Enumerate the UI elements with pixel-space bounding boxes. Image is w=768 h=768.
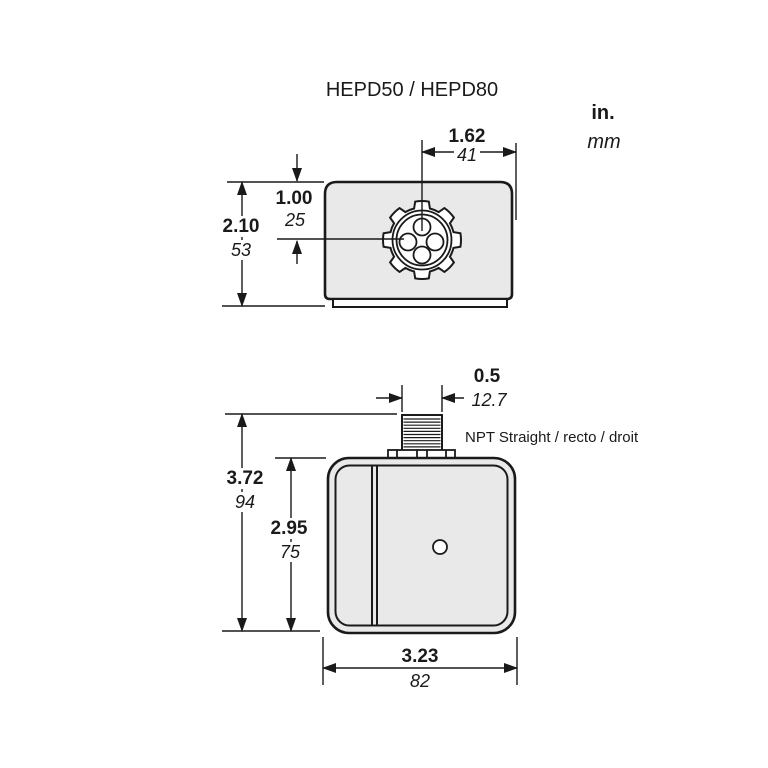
dim-top-to-center-mm: 25 <box>284 210 306 230</box>
connector-pin-left <box>398 232 418 252</box>
front-view <box>222 385 518 685</box>
dim-conduit-width-in: 0.5 <box>473 366 501 387</box>
front-view-body-inner-outline <box>334 464 509 627</box>
dim-top-to-center-in: 1.00 <box>275 188 313 209</box>
top-view-base-lip <box>332 298 508 308</box>
units-mm-label: mm <box>587 131 621 153</box>
dim-body-height-mm: 75 <box>276 542 304 562</box>
dim-top-height-in: 2.10 <box>219 216 263 237</box>
dim-body-height-in: 2.95 <box>267 518 311 539</box>
drawing-title: HEPD50 / HEPD80 <box>325 79 499 101</box>
dim-conduit-width-mm: 12.7 <box>471 390 507 410</box>
dim-front-height-mm: 94 <box>231 492 259 512</box>
dim-center-to-edge-mm: 41 <box>453 145 481 165</box>
connector-pin-right <box>425 232 445 252</box>
npt-threads <box>403 418 441 448</box>
dim-front-height-in: 3.72 <box>223 468 267 489</box>
dim-body-width-in: 3.23 <box>401 646 439 667</box>
connector-gear-ring <box>382 200 462 280</box>
dim-top-height-mm: 53 <box>227 240 255 260</box>
npt-conduit <box>401 414 443 453</box>
dim-body-width-mm: 82 <box>409 671 431 691</box>
dim-center-to-edge-in: 1.62 <box>448 126 486 147</box>
connector-pin-bottom <box>412 245 432 265</box>
indicator-dot <box>432 539 448 555</box>
top-view <box>222 140 517 308</box>
conduit-type-label: NPT Straight / recto / droit <box>465 429 639 446</box>
front-view-body <box>326 456 517 635</box>
units-inches-label: in. <box>591 102 615 124</box>
